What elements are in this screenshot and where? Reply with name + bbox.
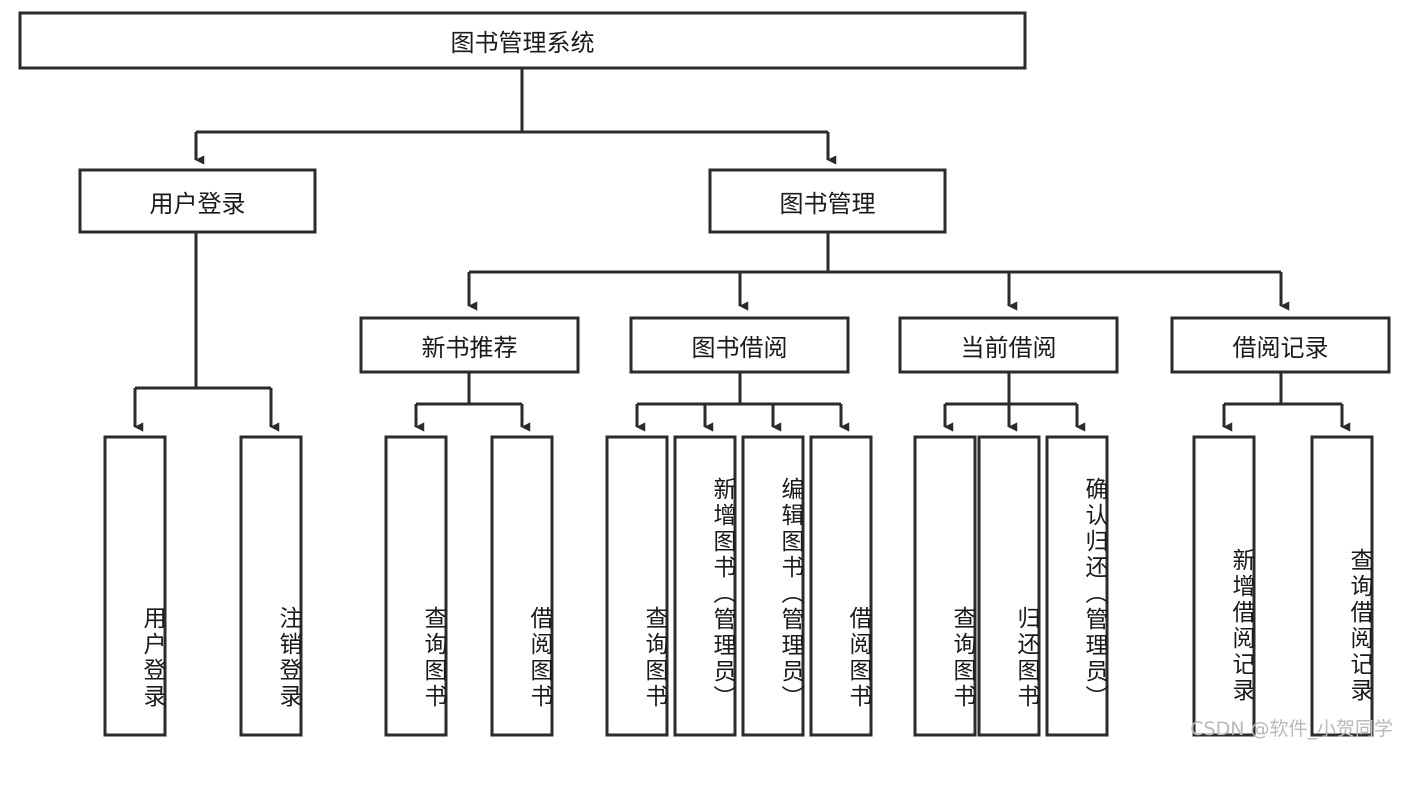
node-box-leaf-borrow-book-1[interactable] [490, 435, 554, 737]
node-box-new-book-recommend[interactable] [359, 316, 580, 374]
flowchart-diagram: 图书管理系统 用户登录 图书管理 新书推荐 图书借阅 当前借阅 借阅记录 用户登… [18, 11, 1393, 740]
node-box-leaf-query-book-1[interactable] [384, 435, 448, 737]
node-box-leaf-confirm-return[interactable] [1045, 435, 1109, 737]
node-box-leaf-borrow-book-2[interactable] [809, 435, 873, 737]
connector-book-manage-to-level3 [467, 232, 1290, 311]
node-box-leaf-query-book-3[interactable] [913, 435, 977, 737]
node-box-user-login[interactable] [78, 168, 317, 234]
node-box-leaf-add-record[interactable] [1192, 435, 1256, 737]
node-box-leaf-logout-login[interactable] [239, 435, 303, 737]
connector-root-to-level2 [194, 68, 837, 165]
flowchart-canvas [18, 11, 1391, 737]
node-box-book-manage[interactable] [708, 168, 947, 234]
connector-new-book-recommend-to-leaves [414, 372, 531, 432]
node-box-root[interactable] [18, 11, 1027, 70]
node-box-leaf-user-login[interactable] [103, 435, 167, 737]
connector-borrow-record-to-leaves [1222, 372, 1351, 432]
node-box-current-borrow[interactable] [898, 316, 1119, 374]
node-box-borrow-record[interactable] [1170, 316, 1391, 374]
node-box-leaf-query-book-2[interactable] [605, 435, 669, 737]
connector-current-borrow-to-leaves [943, 372, 1086, 432]
connector-user-login-to-leaves [133, 232, 280, 432]
node-box-book-borrow[interactable] [629, 316, 850, 374]
node-box-leaf-edit-book[interactable] [741, 435, 805, 737]
node-box-leaf-return-book[interactable] [977, 435, 1041, 737]
node-box-leaf-query-record[interactable] [1310, 435, 1374, 737]
connector-book-borrow-to-leaves [635, 372, 850, 432]
node-box-leaf-add-book[interactable] [673, 435, 737, 737]
